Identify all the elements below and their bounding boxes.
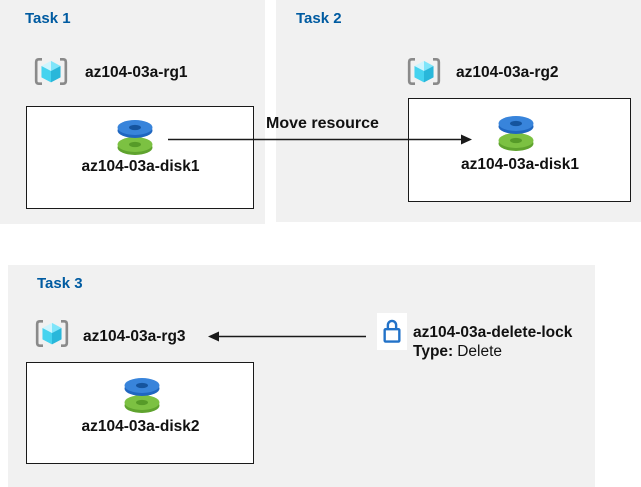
- task3-title: Task 3: [37, 275, 83, 292]
- lock-type-line: Type:Delete: [413, 342, 572, 361]
- task3-disk-label: az104-03a-disk2: [81, 418, 200, 435]
- disk-icon: [120, 374, 164, 414]
- resource-group-icon: [34, 317, 70, 350]
- disk-icon: [113, 116, 157, 156]
- task1-disk-label: az104-03a-disk1: [81, 158, 200, 175]
- task1-title: Task 1: [25, 10, 71, 27]
- lock-type-value: Delete: [457, 343, 503, 360]
- task2-title: Task 2: [296, 10, 342, 27]
- lock-annotation: az104-03a-delete-lock Type:Delete: [413, 323, 572, 361]
- lock-type-label: Type:: [413, 343, 454, 360]
- move-arrow: [168, 134, 472, 145]
- move-resource-label: Move resource: [266, 115, 379, 132]
- disk-icon: [494, 112, 538, 152]
- lock-arrow: [208, 331, 366, 342]
- lock-icon: [381, 317, 403, 345]
- resource-group-icon: [406, 55, 442, 88]
- task2-disk-label: az104-03a-disk1: [460, 156, 580, 173]
- task1-resource-group-label: az104-03a-rg1: [85, 64, 188, 81]
- resource-group-icon: [33, 55, 69, 88]
- lock-name-label: az104-03a-delete-lock: [413, 324, 573, 341]
- task3-resource-group-label: az104-03a-rg3: [83, 328, 186, 345]
- task2-resource-group-label: az104-03a-rg2: [456, 64, 559, 81]
